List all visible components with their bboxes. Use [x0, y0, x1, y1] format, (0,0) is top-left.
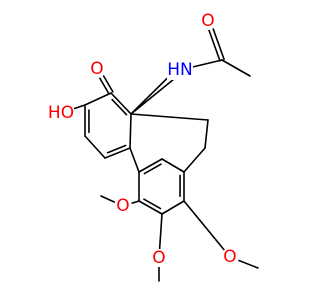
biaryl-bond	[129, 147, 140, 173]
atom-label-layer: O HN O HO O O	[48, 11, 239, 268]
hydroxy-oxygen-label: HO	[48, 103, 74, 123]
ring-c-bond-2	[84, 92, 112, 106]
acetyl-methyl-bond	[221, 59, 251, 77]
hydroxy-oxygen-group: HO	[48, 103, 74, 123]
ring-c-bond-4	[84, 135, 106, 159]
ring-a-bond-3-inner	[143, 198, 162, 210]
ring-c-bond-1	[110, 92, 132, 115]
structure-drawing: O HN O HO O O	[48, 11, 259, 282]
ketone-oxygen-group: O	[88, 59, 106, 79]
ketone-oxygen-label: O	[90, 59, 103, 79]
acyl-oxygen-group: O	[199, 11, 217, 31]
ring-c-bond-5	[104, 147, 131, 159]
ring-a-bond-3	[138, 200, 163, 215]
ring-a-bond-5	[138, 158, 163, 173]
methoxy-3-bond	[183, 200, 231, 258]
ring-b-bond-1	[130, 113, 209, 121]
ring-c-bond-1-inner	[111, 98, 128, 116]
methoxy-oxygen-2-group: O	[150, 248, 168, 268]
ring-b-bond-3	[183, 147, 206, 173]
ring-a-bond-6	[161, 158, 185, 173]
methoxy-oxygen-1-group: O	[114, 196, 132, 216]
methoxy-oxygen-1-label: O	[116, 196, 129, 216]
methoxy-oxygen-3-label: O	[223, 247, 236, 267]
amide-nitrogen-group: HN	[167, 60, 193, 80]
acyl-oxygen-label: O	[201, 11, 214, 31]
ring-a-bond-2	[161, 200, 185, 215]
ring-a-bond-5-inner	[143, 163, 162, 175]
ring-c-bond-5-inner	[106, 144, 127, 154]
methoxy-oxygen-2-label: O	[152, 248, 165, 268]
methoxy-oxygen-3-group: O	[221, 247, 239, 267]
ring-b-bond-2	[204, 119, 209, 149]
structure-canvas: O HN O HO O O	[48, 11, 259, 282]
amide-nitrogen-label: HN	[167, 60, 193, 80]
ring-c-bond-6	[129, 113, 132, 149]
